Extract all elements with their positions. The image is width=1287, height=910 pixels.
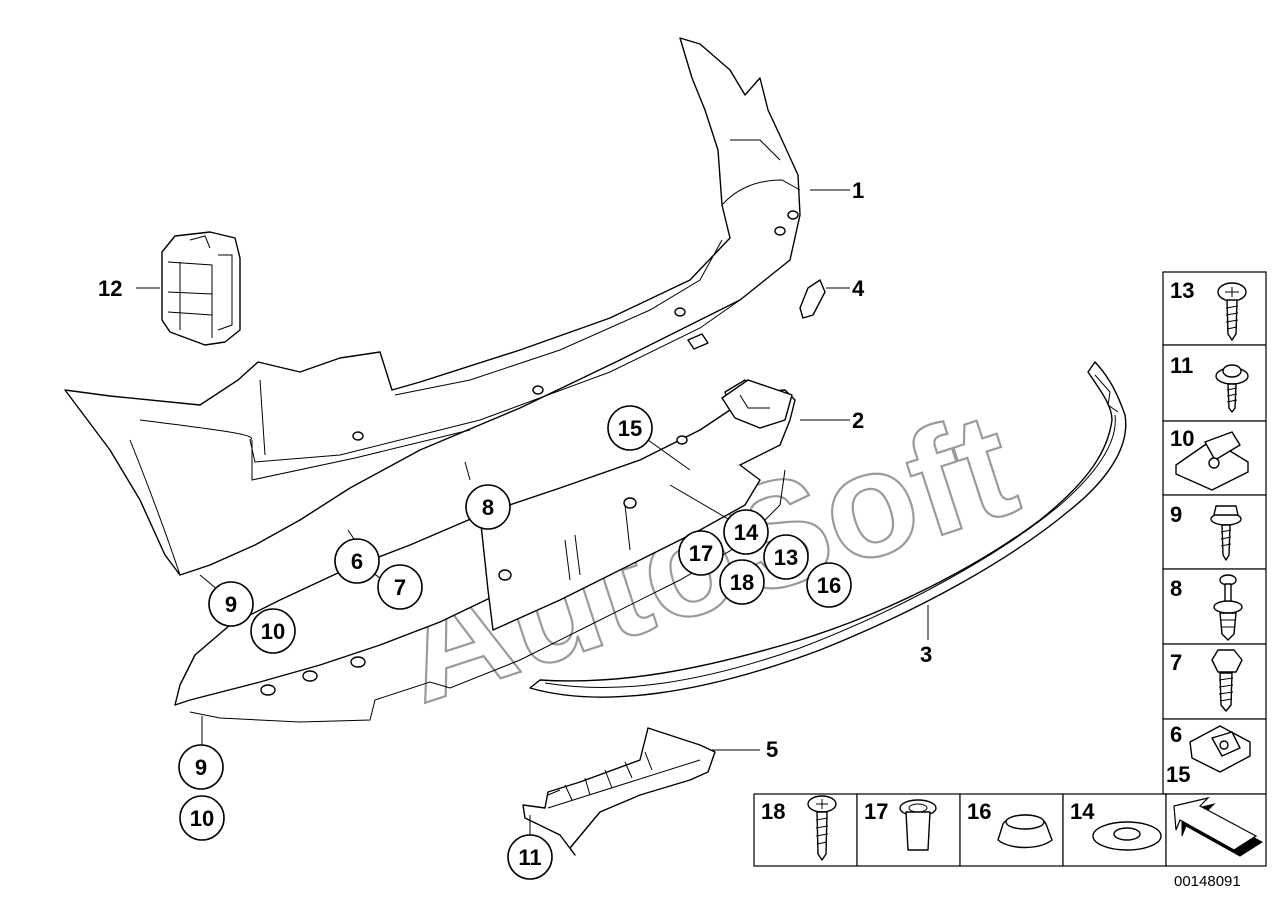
circled-callout-10-lower: 10 [179, 795, 225, 841]
rear-bumper-panel [64, 37, 801, 576]
svg-text:9: 9 [195, 755, 207, 780]
svg-text:18: 18 [730, 570, 754, 595]
svg-text:13: 13 [774, 545, 798, 570]
legend-10: 10 [1170, 426, 1194, 451]
circled-callout-7: 7 [377, 564, 423, 610]
svg-text:16: 16 [817, 573, 841, 598]
callout-12: 12 [98, 276, 122, 301]
underbody-shield [522, 727, 716, 856]
arrow-icon [1173, 796, 1263, 857]
svg-text:10: 10 [261, 619, 285, 644]
leader-lines [136, 189, 929, 835]
svg-text:14: 14 [734, 520, 759, 545]
legend-17: 17 [864, 799, 888, 824]
circled-callout-8: 8 [465, 484, 511, 530]
screw-icon [1217, 282, 1247, 341]
rivet-icon [1213, 574, 1243, 641]
svg-text:6: 6 [351, 549, 363, 574]
grommet-icon [997, 814, 1053, 849]
circled-callout-17: 17 [678, 530, 724, 576]
rivet-icon [899, 799, 937, 851]
circled-callout-10-upper: 10 [250, 608, 296, 654]
circled-callout-6: 6 [334, 538, 380, 584]
circled-callout-9-lower: 9 [178, 744, 224, 790]
legend-18: 18 [761, 799, 785, 824]
fastener-legend-bottom: 18 17 16 14 [753, 793, 1267, 867]
nut-clip-icon [1175, 431, 1249, 491]
circled-callout-13: 13 [763, 534, 809, 580]
bolt-icon [1210, 505, 1242, 561]
callout-4: 4 [852, 276, 865, 301]
document-id: 00148091 [1174, 873, 1241, 890]
svg-text:17: 17 [689, 541, 713, 566]
towing-eye-cover [799, 279, 826, 319]
legend-11: 11 [1170, 353, 1193, 378]
screw-icon [1215, 364, 1249, 413]
legend-15: 15 [1166, 762, 1190, 787]
svg-text:7: 7 [394, 575, 406, 600]
svg-text:11: 11 [518, 845, 541, 870]
legend-6: 6 [1170, 722, 1182, 747]
bumper-trim-strip [529, 361, 1127, 698]
legend-14: 14 [1070, 799, 1095, 824]
circled-callout-14: 14 [723, 509, 769, 555]
svg-text:10: 10 [190, 806, 214, 831]
svg-text:15: 15 [618, 416, 642, 441]
svg-text:8: 8 [482, 495, 494, 520]
legend-7: 7 [1170, 650, 1182, 675]
legend-16: 16 [967, 799, 991, 824]
circled-callout-9-upper: 9 [208, 581, 254, 627]
nut-clip-icon [1189, 725, 1251, 773]
legend-8: 8 [1170, 576, 1182, 601]
svg-text:9: 9 [225, 592, 237, 617]
circled-callout-16: 16 [806, 562, 852, 608]
washer-icon [1092, 821, 1162, 851]
fastener-legend-side: 13 11 10 9 8 7 6 15 [1162, 271, 1267, 795]
callout-3: 3 [920, 642, 932, 667]
circled-callout-15: 15 [607, 405, 653, 451]
bumper-bracket [161, 231, 241, 346]
bolt-icon [1211, 649, 1243, 712]
callout-2: 2 [852, 408, 864, 433]
callout-1: 1 [852, 178, 864, 203]
legend-13: 13 [1170, 278, 1194, 303]
screw-icon [807, 795, 837, 861]
rear-diffuser-carrier [174, 379, 796, 723]
circled-callout-11: 11 [507, 834, 553, 880]
circled-callout-18: 18 [719, 559, 765, 605]
legend-9: 9 [1170, 502, 1182, 527]
callout-5: 5 [766, 737, 778, 762]
